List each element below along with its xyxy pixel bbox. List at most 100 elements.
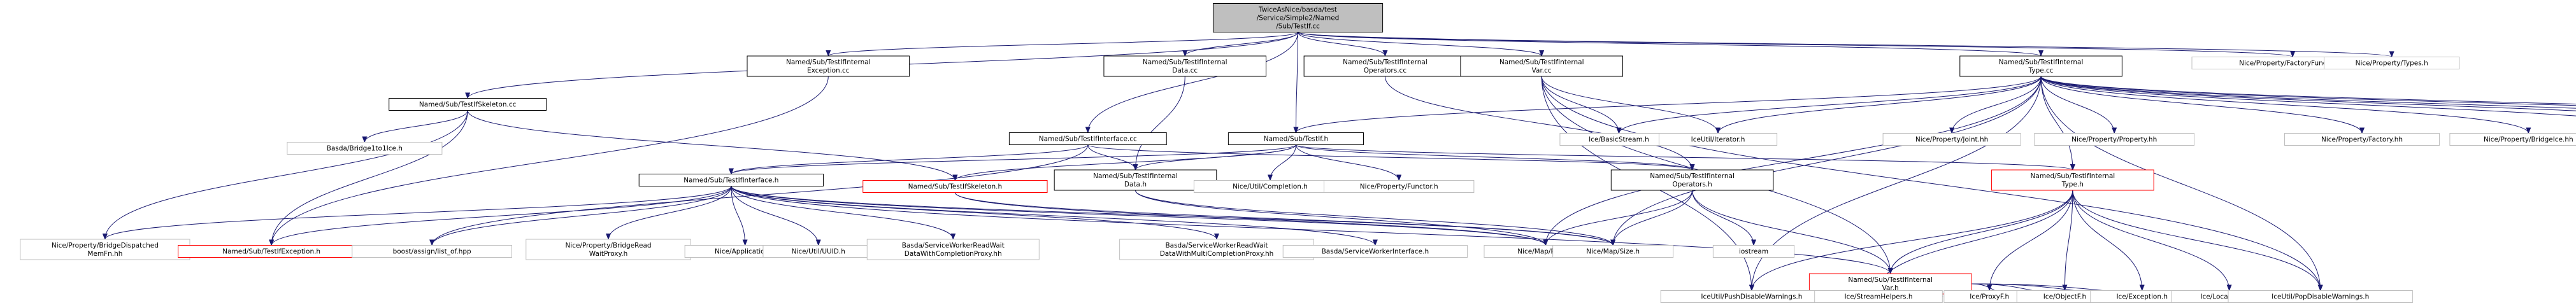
node-label: Named/Sub/TestIfInterface.cc	[1039, 136, 1137, 143]
node-objectf[interactable]: Ice/ObjectF.h	[2016, 290, 2114, 303]
edge-type-cc-to-localexc	[2040, 76, 2576, 116]
edge-root-to-iface-cc	[1085, 32, 1299, 134]
node-iostream[interactable]: iostream	[1712, 245, 1795, 258]
node-skel-cc[interactable]: Named/Sub/TestIfSkeleton.cc	[389, 98, 547, 111]
node-label: Nice/Property/BridgeIce.hh	[2484, 136, 2573, 144]
node-label: /Sub/TestIf.cc	[1276, 23, 1320, 31]
node-label: Nice/Property/Functor.h	[1360, 183, 1438, 191]
node-factory-hh[interactable]: Nice/Property/Factory.hh	[2284, 133, 2440, 146]
edge-iface-h-to-bridgedisp	[103, 186, 732, 240]
node-basicstream[interactable]: Ice/BasicStream.h	[1559, 133, 1678, 146]
node-box	[2284, 133, 2440, 146]
edge-skel-cc-to-bridgedisp	[102, 110, 468, 240]
node-exc-h[interactable]: Named/Sub/TestIfException.h	[178, 245, 366, 258]
node-label: Ice/ProxyF.h	[1970, 293, 2009, 301]
node-label: Named/Sub/TestIfInternal	[2031, 172, 2115, 180]
node-swiface[interactable]: Basda/ServiceWorkerInterface.h	[1282, 245, 1468, 258]
node-listof[interactable]: boost/assign/list_of.hpp	[352, 245, 513, 258]
node-iface-h[interactable]: Named/Sub/TestIfInterface.h	[638, 174, 824, 186]
node-label: iostream	[1739, 248, 1768, 256]
edge-type-h-to-pushdisable	[1749, 190, 2073, 291]
node-label: Data.cc	[1172, 67, 1198, 74]
edge-root-to-exc-cc	[826, 32, 1299, 57]
node-skel-h[interactable]: Named/Sub/TestIfSkeleton.h	[862, 180, 1048, 193]
node-label: Named/Sub/TestIfInternal	[1848, 276, 1933, 284]
node-swrw-multi[interactable]: Basda/ServiceWorkerReadWaitDataWithMulti…	[1119, 239, 1314, 260]
node-label: Nice/Application.h	[715, 248, 775, 256]
node-label: Var.cc	[1532, 67, 1552, 74]
edge-type-cc-to-joint	[1949, 76, 2042, 134]
edge-iface-h-to-swiface	[731, 186, 1378, 246]
edge-exc-cc-to-exc-h	[269, 76, 829, 246]
edge-skel-cc-to-bridge1to1	[362, 110, 468, 143]
node-property-hh[interactable]: Nice/Property/Property.hh	[2034, 133, 2195, 146]
node-box	[1882, 133, 2021, 146]
edge-type-h-to-var-h	[1887, 190, 2073, 274]
node-box	[1610, 169, 1774, 191]
edge-ops-h-to-mapsize	[1610, 190, 1693, 246]
node-label: Ice/Exception.h	[2116, 293, 2168, 301]
node-box	[1658, 133, 1778, 146]
node-root[interactable]: TwiceAsNice/basda/test/Service/Simple2/N…	[1212, 3, 1384, 32]
node-label: Nice/Property/FactoryFunctor.hh	[2239, 60, 2346, 67]
node-functor[interactable]: Nice/Property/Functor.h	[1324, 180, 1475, 193]
node-swrw-comp[interactable]: Basda/ServiceWorkerReadWaitDataWithCompl…	[866, 239, 1040, 260]
node-testif-h[interactable]: Named/Sub/TestIf.h	[1227, 132, 1364, 145]
node-box	[1212, 3, 1384, 32]
edge-iface-h-to-var-h	[731, 186, 1893, 274]
node-types-h[interactable]: Nice/Property/Types.h	[2324, 57, 2460, 69]
edge-iface-h-to-uuid	[731, 186, 821, 246]
node-label: Basda/Bridge1to1Ice.h	[327, 145, 403, 153]
node-label: Named/Sub/TestIfInterface.h	[683, 177, 778, 185]
node-box	[1103, 55, 1267, 77]
node-pushdisable[interactable]: IceUtil/PushDisableWarnings.h	[1660, 290, 1843, 303]
node-completion[interactable]: Nice/Util/Completion.h	[1193, 180, 1347, 193]
edge-type-cc-to-outgoing	[2040, 76, 2576, 109]
edge-type-cc-to-mapsize	[1610, 76, 2042, 246]
node-label: Nice/Property/Property.hh	[2072, 136, 2157, 144]
edge-testif-h-to-functor	[1295, 144, 1402, 181]
node-box	[352, 245, 513, 258]
edge-type-h-to-objectf	[2062, 190, 2073, 291]
node-joint[interactable]: Nice/Property/Joint.hh	[1882, 133, 2021, 146]
node-box	[1008, 132, 1167, 145]
edge-testif-h-to-type-h	[1295, 144, 2075, 171]
edge-root-to-types-h	[1298, 32, 2394, 58]
node-streamhelpers[interactable]: Ice/StreamHelpers.h	[1814, 290, 1943, 303]
edge-iface-h-to-swrw-comp	[731, 186, 956, 240]
node-mapsize[interactable]: Nice/Map/Size.h	[1552, 245, 1674, 258]
edge-iface-cc-to-iface-h	[729, 144, 1089, 175]
edge-root-to-type-cc	[1298, 32, 2043, 57]
node-proxyf[interactable]: Ice/ProxyF.h	[1943, 290, 2036, 303]
edge-type-cc-to-property-hh	[2040, 76, 2117, 134]
node-label: DataWithCompletionProxy.hh	[905, 250, 1002, 258]
node-box	[20, 239, 190, 260]
node-box	[526, 239, 691, 260]
edge-type-cc-to-bridgeice	[2040, 76, 2531, 134]
node-popdisable[interactable]: IceUtil/PopDisableWarnings.h	[2228, 290, 2413, 303]
node-iterator[interactable]: IceUtil/Iterator.h	[1658, 133, 1778, 146]
node-label: Nice/Property/BridgeDispatched	[52, 242, 159, 249]
node-bridge1to1[interactable]: Basda/Bridge1to1Ice.h	[287, 142, 443, 155]
edges-layer	[102, 32, 2576, 299]
node-box	[2324, 57, 2460, 69]
edge-root-to-var-cc	[1298, 32, 1544, 57]
edge-skel-h-to-mappoint	[954, 192, 1549, 246]
node-label: Type.h	[2061, 181, 2084, 188]
node-label: Nice/Property/Joint.hh	[1915, 136, 1988, 144]
node-uuid[interactable]: Nice/Util/UUID.h	[762, 245, 875, 258]
node-bridgeice[interactable]: Nice/Property/BridgeIce.hh	[2449, 133, 2576, 146]
edge-type-cc-to-factory-hh	[2040, 76, 2365, 134]
edge-testif-h-to-iface-h	[729, 144, 1296, 175]
node-iface-cc[interactable]: Named/Sub/TestIfInterface.cc	[1008, 132, 1167, 145]
